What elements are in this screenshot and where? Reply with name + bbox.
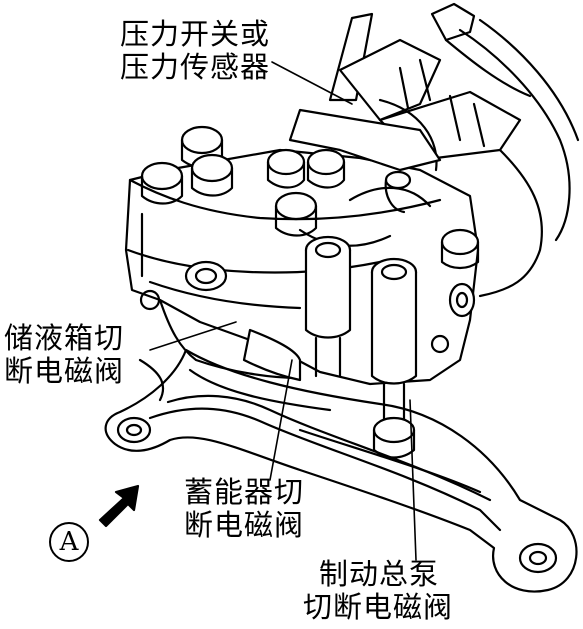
mounting-bracket bbox=[104, 348, 578, 593]
port-fitting bbox=[184, 260, 228, 292]
label-line: 储液箱切 bbox=[4, 321, 125, 355]
reservoir-cutoff-solenoid bbox=[242, 328, 302, 382]
bracket-bolt-hole-right bbox=[518, 542, 558, 574]
bracket-bolt-hole-left bbox=[116, 416, 152, 444]
label-line: 制动总泵 bbox=[319, 557, 440, 591]
view-marker-letter: A bbox=[49, 522, 89, 562]
label-line: 断电磁阀 bbox=[184, 508, 305, 542]
label-line: 压力传感器 bbox=[120, 50, 271, 84]
label-line: 切断电磁阀 bbox=[303, 590, 454, 624]
label-pressure-switch: 压力开关或 压力传感器 bbox=[120, 18, 270, 84]
leader-lines bbox=[149, 61, 417, 561]
label-line: 断电磁阀 bbox=[4, 354, 125, 388]
pressure-sensor-harness bbox=[288, 2, 580, 298]
valve-body bbox=[124, 148, 480, 386]
label-accumulator-cutoff: 蓄能器切 断电磁阀 bbox=[184, 476, 304, 542]
label-line: 压力开关或 bbox=[120, 17, 271, 51]
label-master-cylinder-cutoff: 制动总泵 切断电磁阀 bbox=[303, 558, 453, 624]
master-cylinder-cutoff-solenoid bbox=[370, 257, 418, 459]
label-line: 蓄能器切 bbox=[184, 475, 305, 509]
label-reservoir-cutoff: 储液箱切 断电磁阀 bbox=[4, 322, 124, 388]
accumulator-cutoff-solenoid bbox=[304, 235, 352, 378]
body-bolts bbox=[140, 125, 480, 270]
view-direction-arrow-icon bbox=[98, 484, 140, 528]
